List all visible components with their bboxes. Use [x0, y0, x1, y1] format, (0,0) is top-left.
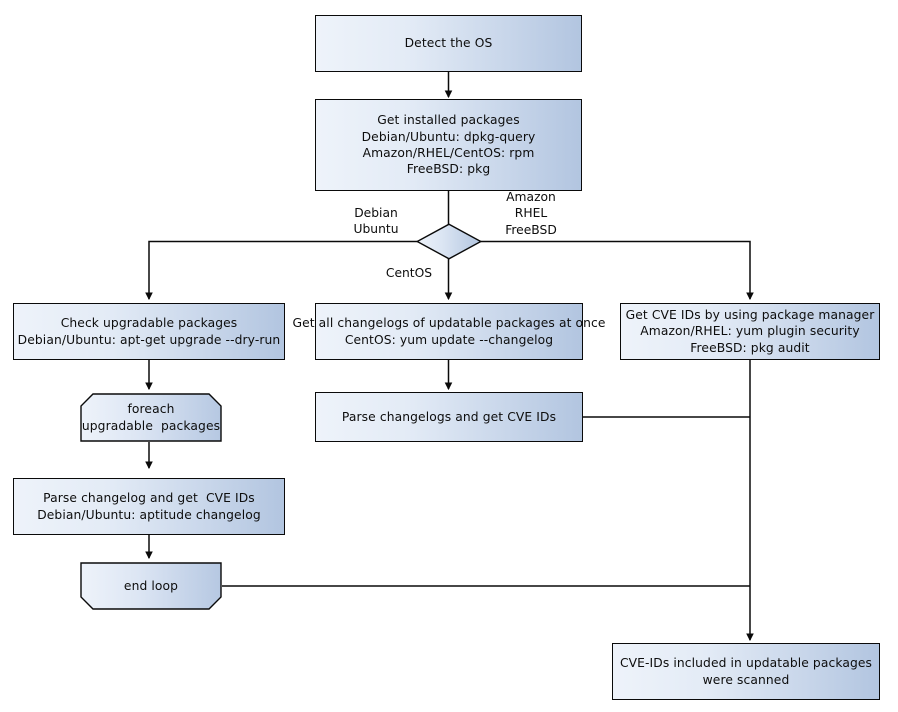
- node-get-installed-packages-label: Get installed packages Debian/Ubuntu: dp…: [361, 113, 536, 177]
- node-get-installed-packages[interactable]: Get installed packages Debian/Ubuntu: dp…: [315, 99, 582, 191]
- node-parse-changelog-single-label: Parse changelog and get CVE IDs Debian/U…: [37, 491, 261, 522]
- edge-label-debian-ubuntu: Debian Ubuntu: [353, 206, 399, 237]
- node-parse-changelogs-bulk-label: Parse changelogs and get CVE IDs: [341, 409, 557, 424]
- node-get-all-changelogs[interactable]: Get all changelogs of updatable packages…: [292, 303, 605, 360]
- loop-start-shape: [80, 393, 222, 442]
- node-check-upgradable[interactable]: Check upgradable packages Debian/Ubuntu:…: [13, 303, 285, 360]
- node-get-cve-pkg-manager[interactable]: Get CVE IDs by using package manager Ama…: [620, 303, 880, 360]
- node-parse-changelog-single[interactable]: Parse changelog and get CVE IDs Debian/U…: [13, 478, 285, 535]
- edge-label-centos: CentOS: [385, 266, 433, 280]
- node-end-loop[interactable]: end loop: [80, 562, 222, 610]
- node-get-all-changelogs-label: Get all changelogs of updatable packages…: [292, 316, 606, 347]
- node-check-upgradable-label: Check upgradable packages Debian/Ubuntu:…: [17, 316, 281, 347]
- node-get-cve-pkg-manager-label: Get CVE IDs by using package manager Ama…: [625, 307, 875, 355]
- edge-label-amazon-rhel-freebsd: Amazon RHEL FreeBSD: [505, 190, 557, 237]
- node-end-loop-label: end loop: [123, 578, 179, 593]
- node-foreach-loop[interactable]: foreach upgradable packages: [80, 393, 222, 442]
- edge-decision-right: [479, 240, 754, 301]
- node-detect-os[interactable]: Detect the OS: [315, 15, 582, 72]
- node-os-decision[interactable]: [415, 223, 483, 260]
- node-scanned-result[interactable]: CVE-IDs included in updatable packages w…: [612, 643, 880, 700]
- node-parse-changelogs-bulk[interactable]: Parse changelogs and get CVE IDs: [315, 392, 583, 442]
- node-foreach-loop-label: foreach upgradable packages: [81, 402, 221, 433]
- decision-diamond-shape: [415, 223, 483, 260]
- loop-end-shape: [80, 562, 222, 610]
- node-detect-os-label: Detect the OS: [404, 36, 493, 51]
- node-scanned-result-label: CVE-IDs included in updatable packages w…: [619, 656, 873, 687]
- edge-decision-left: [145, 240, 418, 301]
